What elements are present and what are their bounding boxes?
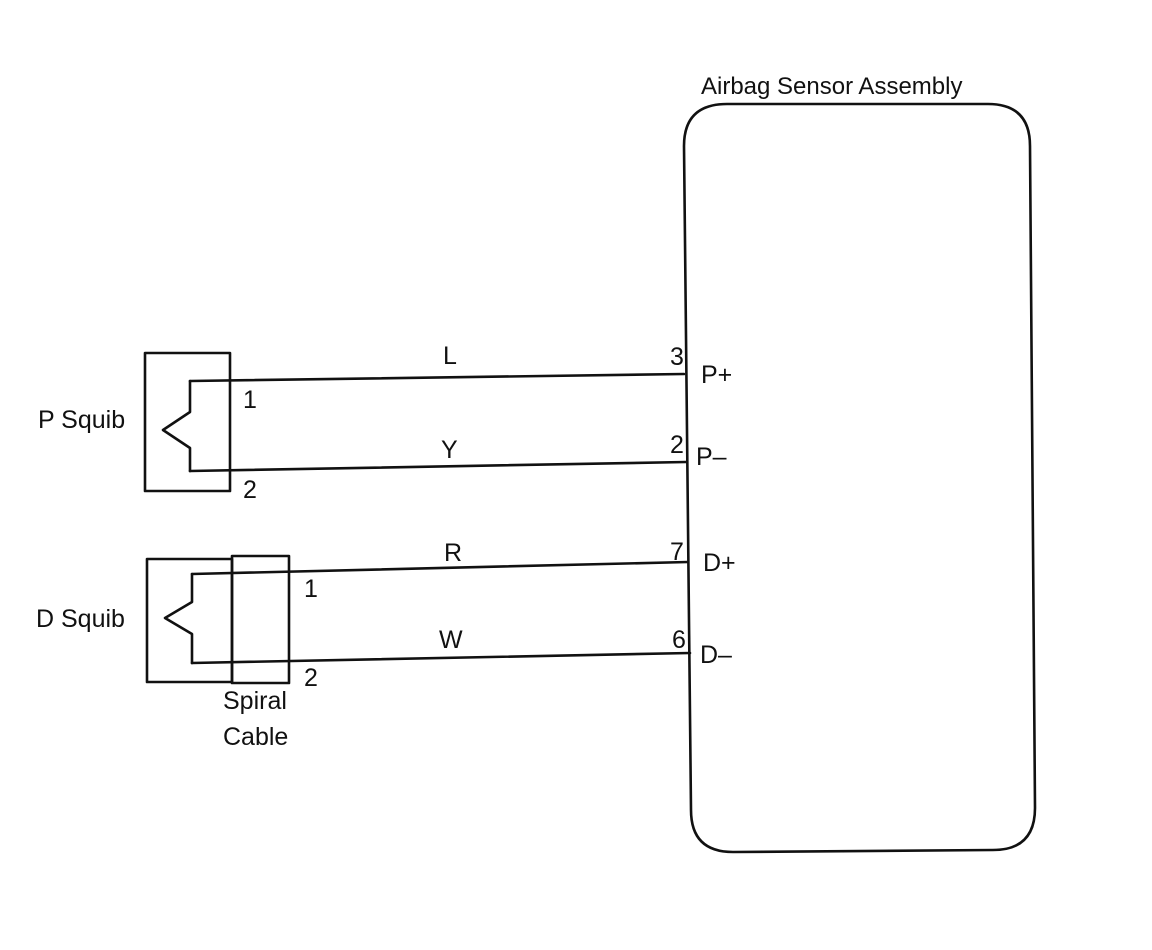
wire-w-label: W xyxy=(439,626,463,654)
d-squib-label: D Squib xyxy=(36,605,125,633)
spiral-cable-box xyxy=(230,554,291,685)
p-squib: P Squib 1 2 xyxy=(38,351,257,504)
airbag-sensor-assembly: Airbag Sensor Assembly 3 P+ 2 P– 7 D+ 6 … xyxy=(670,73,1037,854)
d-squib-pin-2: 2 xyxy=(304,664,318,692)
d-squib-element xyxy=(163,572,194,665)
sensor-outline xyxy=(682,102,1037,854)
spiral-cable-label-line2: Cable xyxy=(223,723,288,751)
p-squib-box xyxy=(143,351,232,493)
pin-number-7: 7 xyxy=(670,538,684,566)
spiral-cable-label-line1: Spiral xyxy=(223,687,287,715)
p-squib-label: P Squib xyxy=(38,406,125,434)
wire-y xyxy=(188,460,688,473)
p-squib-pin-1: 1 xyxy=(243,386,257,414)
p-squib-pin-2: 2 xyxy=(243,476,257,504)
d-squib: D Squib 1 2 Spiral Cable xyxy=(36,554,318,751)
terminal-d-minus: D– xyxy=(700,641,732,669)
pin-number-2: 2 xyxy=(670,431,684,459)
terminal-d-plus: D+ xyxy=(703,549,736,577)
wire-l xyxy=(188,372,686,383)
pin-number-3: 3 xyxy=(670,343,684,371)
wire-r-label: R xyxy=(444,539,462,567)
sensor-title: Airbag Sensor Assembly xyxy=(701,73,962,100)
terminal-p-minus: P– xyxy=(696,443,727,471)
d-squib-pin-1: 1 xyxy=(304,575,318,603)
wire-y-label: Y xyxy=(441,436,458,464)
pin-number-6: 6 xyxy=(672,626,686,654)
wire-r xyxy=(190,560,690,576)
terminal-p-plus: P+ xyxy=(701,361,732,389)
p-squib-element xyxy=(161,379,192,473)
wire-l-label: L xyxy=(443,342,457,370)
wire-w xyxy=(190,651,692,665)
wires: L Y R W xyxy=(188,342,692,665)
